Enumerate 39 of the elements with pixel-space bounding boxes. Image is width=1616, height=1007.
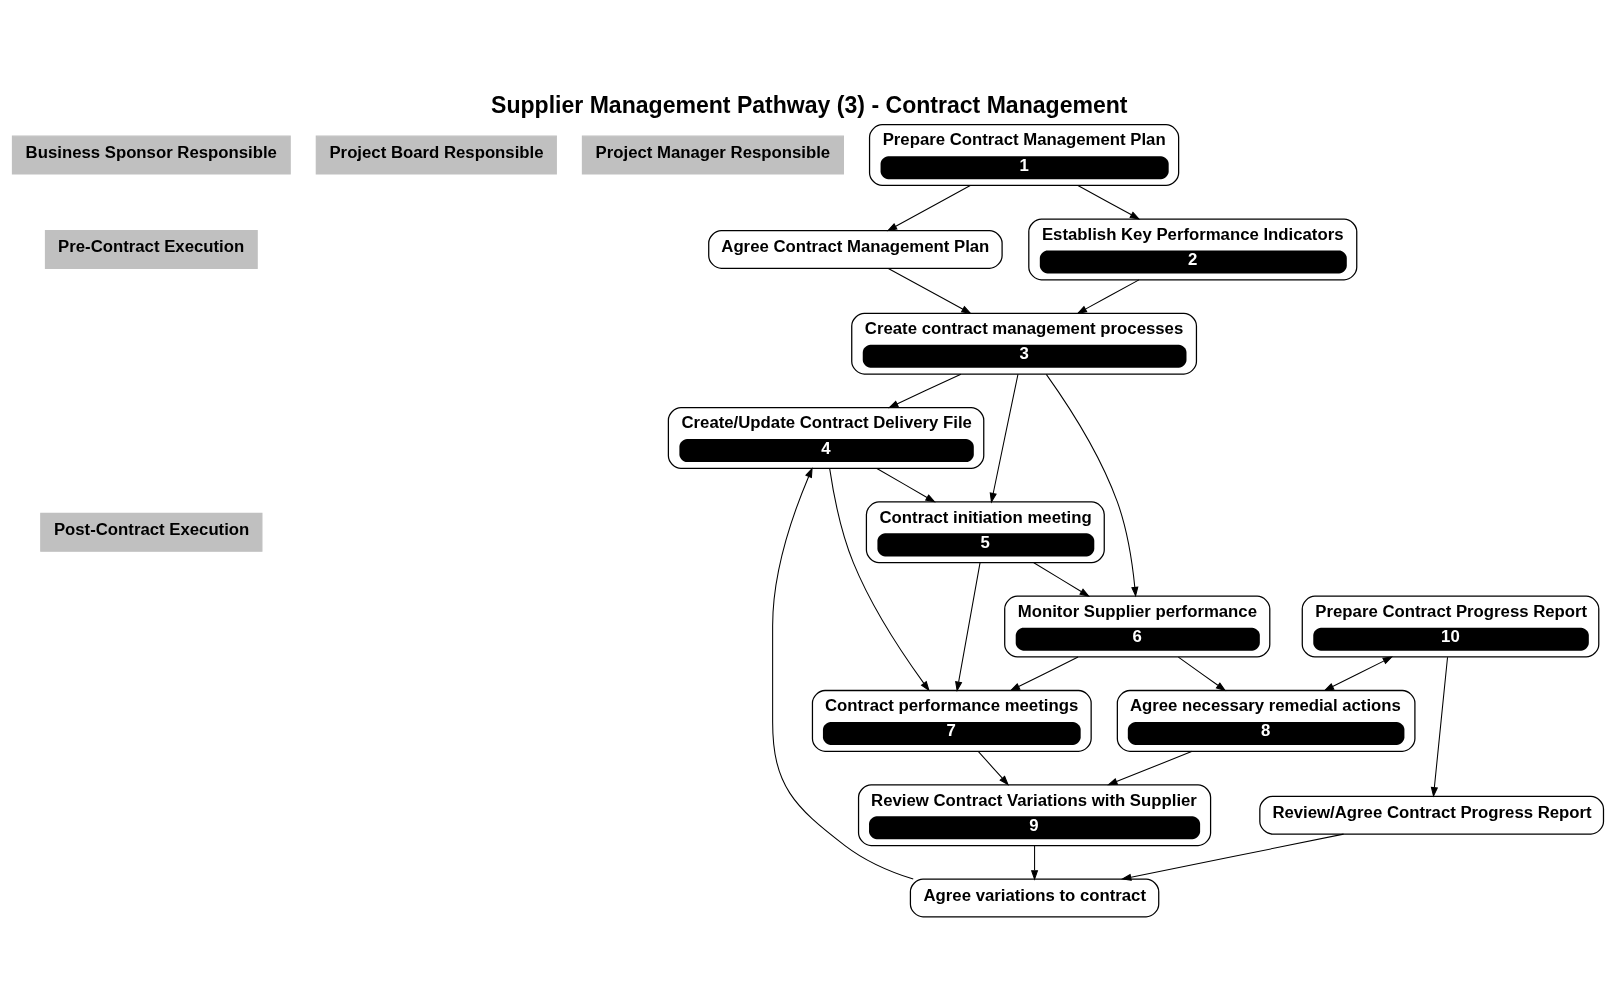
node-box: Contract initiation meeting 5 [865,500,1105,563]
node-box: Project Board Responsible [315,135,557,175]
node-box: Create/Update Contract Delivery File 4 [667,406,985,469]
arrow [1430,656,1449,798]
node-box: Post-Contract Execution [40,512,263,552]
arrow [1033,561,1091,597]
arrow [1323,655,1394,691]
arrow [887,373,962,408]
arrow [1076,278,1140,314]
arrow [1107,750,1193,785]
arrow [1077,184,1141,220]
arrow [989,373,1019,503]
arrow [955,561,981,692]
node-box: Establish Key Performance Indicators 2 [1028,217,1358,280]
arrow [1030,844,1039,881]
node-box: Prepare Contract Progress Report 10 [1301,595,1600,658]
node-box: Pre-Contract Execution [44,229,258,269]
node-box: Review/Agree Contract Progress Report [1259,795,1605,835]
arrow [977,750,1010,786]
arrow [772,466,914,880]
node-box: Agree Contract Management Plan [708,229,1003,269]
node-box: Review Contract Variations with Supplier 9 [857,783,1212,846]
node-box: Agree variations to contract [909,877,1160,917]
diagram-title: Supplier Management Pathway (3) - Contract Management [491,91,1128,118]
node-box: Prepare Contract Management Plan 1 [868,123,1180,186]
node-box: Create contract management processes 3 [851,312,1198,375]
arrow [887,267,972,314]
arrow [1120,833,1345,881]
arrow [829,467,930,691]
node-box: Project Manager Responsible [581,135,844,175]
arrow [1177,656,1227,691]
arrow [1045,373,1139,597]
node-box: Agree necessary remedial actions 8 [1116,689,1416,752]
node-box: Business Sponsor Responsible [11,135,291,175]
node-box: Contract performance meetings 7 [811,689,1092,752]
node-box: Monitor Supplier performance 6 [1004,595,1271,658]
arrow [876,467,936,503]
arrow [886,184,971,231]
arrow [1009,656,1079,691]
